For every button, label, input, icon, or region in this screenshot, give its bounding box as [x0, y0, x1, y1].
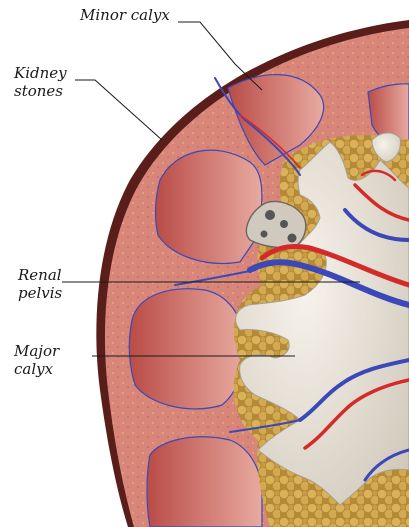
renal-pyramid: [129, 289, 244, 409]
renal-pyramid: [156, 150, 262, 263]
renal-pelvis-label: Renal pelvis: [18, 266, 62, 302]
kidney-stones-leader: [75, 80, 162, 140]
major-calyx-label: Major calyx: [14, 342, 59, 378]
kidney-stones-label: Kidney stones: [14, 64, 67, 100]
minor-calyx-label: Minor calyx: [80, 6, 170, 24]
renal-pyramid: [147, 437, 262, 527]
